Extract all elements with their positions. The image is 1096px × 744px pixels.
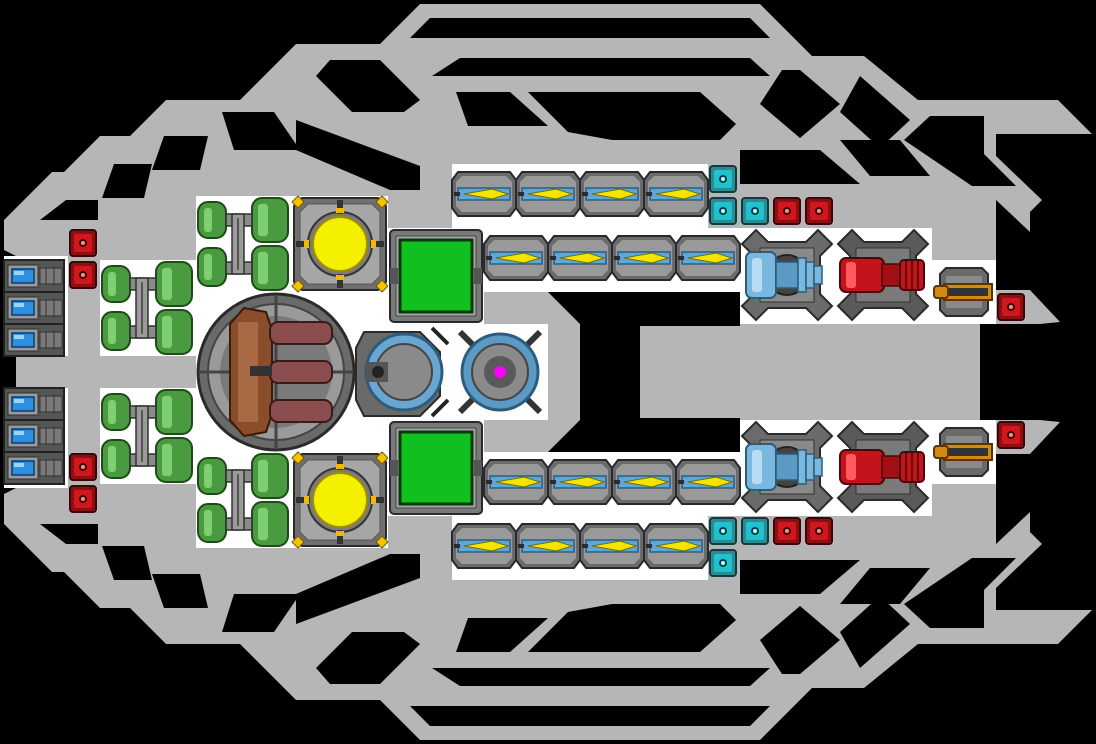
connector-node-icon[interactable] [709, 197, 737, 225]
connector-node-icon[interactable] [805, 517, 833, 545]
ammo-row-1[interactable] [451, 171, 709, 217]
thruster-icon[interactable] [3, 259, 65, 293]
computer-core-icon[interactable] [386, 226, 486, 326]
connector-node-icon[interactable] [69, 261, 97, 289]
ammo-rack-icon[interactable] [483, 235, 549, 281]
ammo-rack-icon[interactable] [515, 171, 581, 217]
ammo-rack-icon[interactable] [451, 523, 517, 569]
ammo-rack-icon[interactable] [611, 459, 677, 505]
power-reactor-icon[interactable] [291, 451, 389, 549]
ammo-row-2[interactable] [483, 235, 741, 281]
thruster-icon[interactable] [3, 419, 65, 453]
fuel-tank-icon[interactable] [99, 259, 197, 357]
ammo-rack-icon[interactable] [643, 523, 709, 569]
forward-gun-icon[interactable] [933, 261, 995, 323]
connector-node-icon[interactable] [709, 549, 737, 577]
ammo-rack-icon[interactable] [579, 171, 645, 217]
fuel-tank-icon[interactable] [195, 451, 293, 549]
ammo-rack-icon[interactable] [675, 235, 741, 281]
computer-core-icon[interactable] [386, 418, 486, 518]
connector-node-icon[interactable] [805, 197, 833, 225]
gyro-engine-icon[interactable] [741, 229, 833, 321]
ammo-rack-icon[interactable] [451, 171, 517, 217]
thruster-icon[interactable] [3, 387, 65, 421]
ammo-rack-icon[interactable] [547, 235, 613, 281]
connector-node-icon[interactable] [69, 229, 97, 257]
connector-node-icon[interactable] [997, 293, 1025, 321]
turret-icon[interactable] [837, 421, 929, 513]
fuel-tank-icon[interactable] [195, 195, 293, 293]
thruster-icon[interactable] [3, 451, 65, 485]
connector-node-icon[interactable] [773, 197, 801, 225]
ammo-rack-icon[interactable] [515, 523, 581, 569]
thruster-icon[interactable] [3, 291, 65, 325]
gyro-engine-icon[interactable] [741, 421, 833, 513]
connector-node-icon[interactable] [709, 165, 737, 193]
ammo-rack-icon[interactable] [579, 523, 645, 569]
ammo-row-4[interactable] [451, 523, 709, 569]
connector-node-icon[interactable] [69, 453, 97, 481]
shield-generator-icon[interactable] [355, 326, 450, 418]
ammo-rack-icon[interactable] [675, 459, 741, 505]
connector-node-icon[interactable] [741, 517, 769, 545]
connector-node-icon[interactable] [741, 197, 769, 225]
connector-node-icon[interactable] [709, 517, 737, 545]
thruster-icon[interactable] [3, 323, 65, 357]
ammo-rack-icon[interactable] [483, 459, 549, 505]
ammo-rack-icon[interactable] [611, 235, 677, 281]
forward-gun-icon[interactable] [933, 421, 995, 483]
connector-node-icon[interactable] [773, 517, 801, 545]
connector-node-icon[interactable] [69, 485, 97, 513]
main-cannon-icon[interactable] [196, 292, 356, 452]
gyro-core-icon[interactable] [457, 329, 543, 415]
connector-node-icon[interactable] [997, 421, 1025, 449]
fuel-tank-icon[interactable] [99, 387, 197, 485]
ammo-row-3[interactable] [483, 459, 741, 505]
thruster-bank-lower[interactable] [3, 387, 65, 485]
thruster-bank-upper[interactable] [3, 259, 65, 357]
ammo-rack-icon[interactable] [643, 171, 709, 217]
power-reactor-icon[interactable] [291, 195, 389, 293]
ammo-rack-icon[interactable] [547, 459, 613, 505]
turret-icon[interactable] [837, 229, 929, 321]
